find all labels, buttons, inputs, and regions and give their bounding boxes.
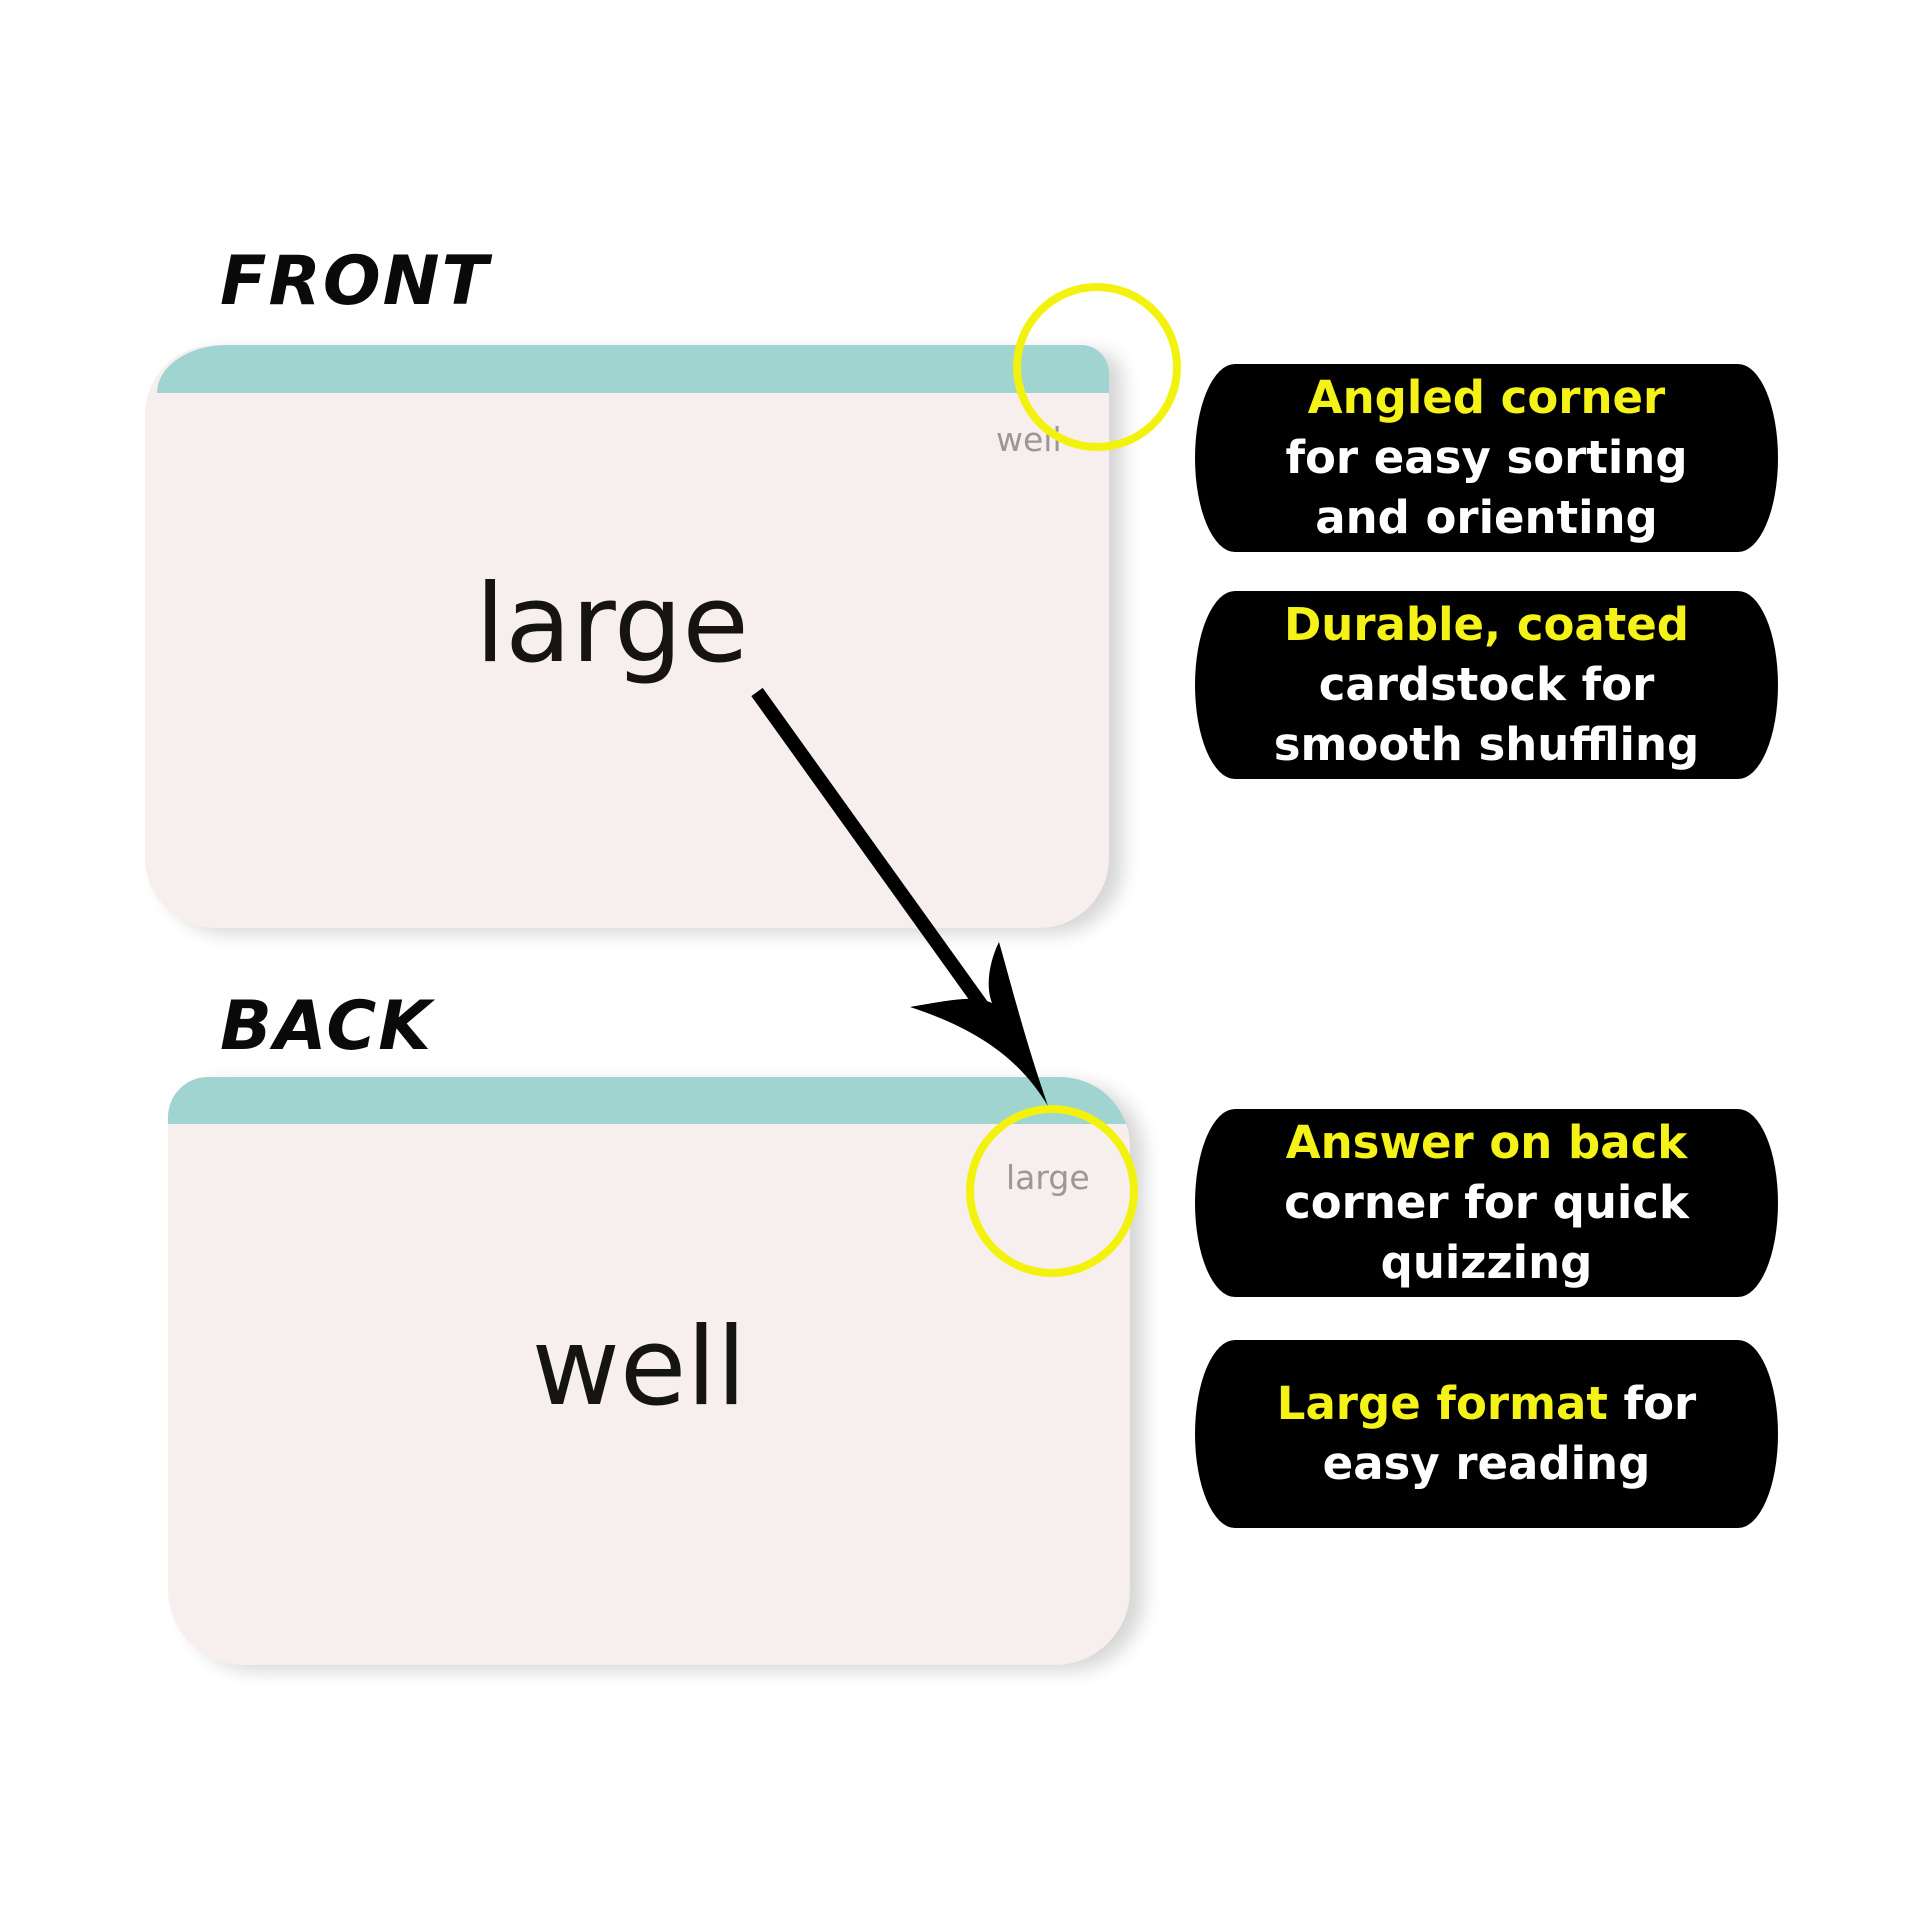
feature-badge: Durable, coated cardstock for smooth shuff… [1195, 591, 1778, 779]
feature-line: cardstock for [1319, 655, 1655, 715]
feature-text: smooth shuffling [1273, 718, 1700, 771]
front-label: FRONT [220, 242, 490, 321]
feature-highlight-text: Answer on back [1285, 1116, 1688, 1169]
back-flashcard: large well [168, 1077, 1130, 1665]
feature-highlight-text: Large format [1276, 1377, 1608, 1430]
feature-text: corner for quick [1284, 1176, 1689, 1229]
feature-line: corner for quick [1284, 1173, 1689, 1233]
feature-line: smooth shuffling [1274, 715, 1699, 775]
card-color-band [168, 1077, 1130, 1124]
feature-text: easy reading [1322, 1437, 1651, 1490]
feature-line: quizzing [1381, 1233, 1593, 1293]
feature-text: quizzing [1380, 1236, 1593, 1289]
card-color-band [157, 345, 1109, 393]
front-flashcard: well large [145, 345, 1109, 928]
feature-text: and orienting [1315, 491, 1658, 544]
feature-highlight-text: Angled corner [1307, 371, 1666, 424]
corner-answer: well [996, 420, 1062, 459]
feature-badge: Angled corner for easy sorting and orienti… [1195, 364, 1778, 552]
feature-line: easy reading [1323, 1434, 1651, 1494]
feature-line: Angled corner [1308, 368, 1665, 428]
corner-answer: large [1006, 1158, 1090, 1197]
feature-line: for easy sorting [1285, 428, 1687, 488]
feature-line: Answer on back [1286, 1113, 1687, 1173]
card-word: well [531, 1305, 747, 1430]
card-word: large [475, 562, 749, 687]
feature-text: cardstock for [1318, 658, 1655, 711]
feature-text: for easy sorting [1285, 431, 1688, 484]
feature-badge: Answer on back corner for quick quizzing [1195, 1109, 1778, 1297]
feature-highlight-text: Durable, coated [1283, 598, 1690, 651]
feature-line: Large format for [1277, 1374, 1696, 1434]
feature-line: and orienting [1315, 488, 1658, 548]
feature-text: for [1607, 1377, 1697, 1430]
feature-line: Durable, coated [1284, 595, 1689, 655]
back-label: BACK [220, 987, 433, 1066]
